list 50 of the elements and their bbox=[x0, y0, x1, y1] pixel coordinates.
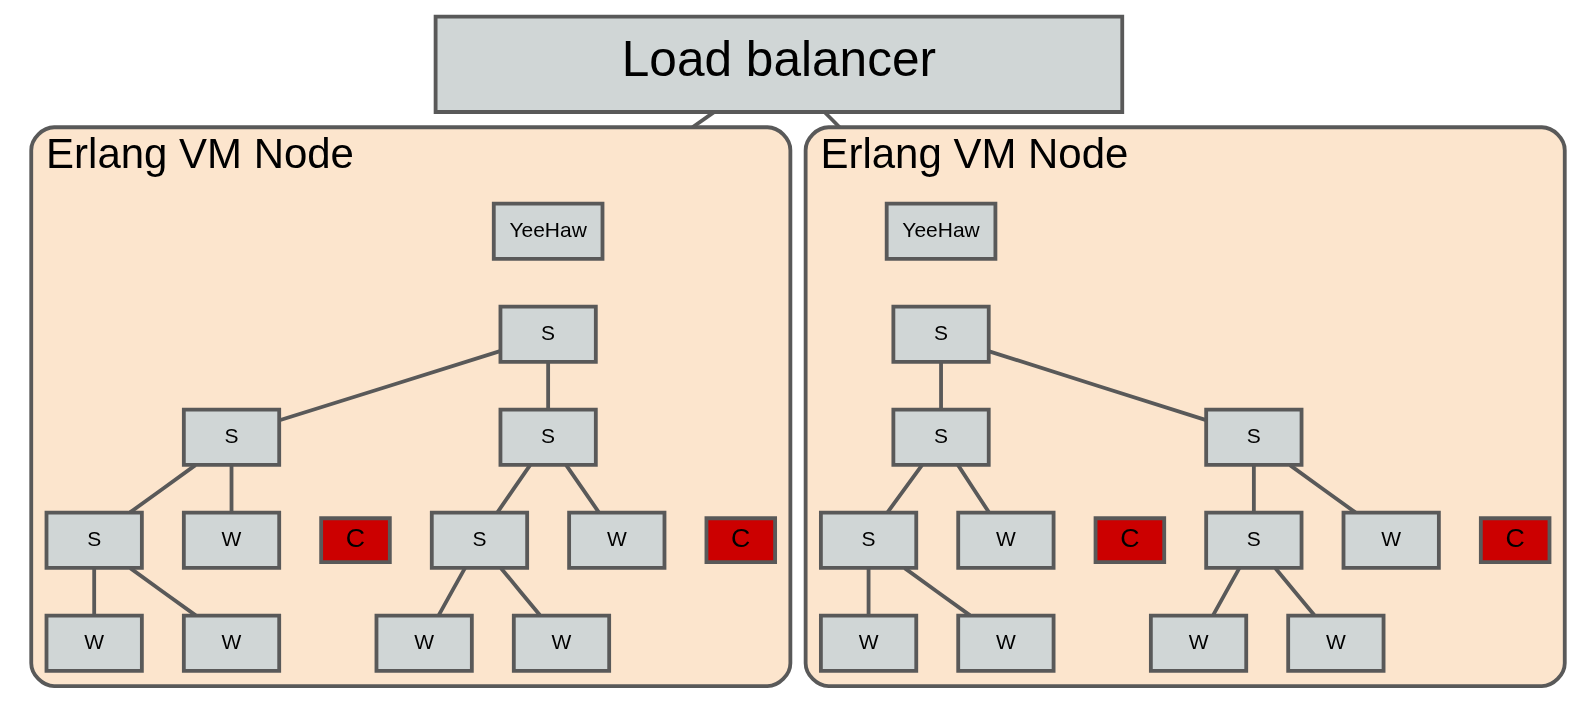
node-box: W bbox=[567, 510, 667, 570]
node-box: S bbox=[891, 304, 991, 364]
connector bbox=[564, 464, 601, 514]
node-box: W bbox=[511, 613, 612, 673]
connector bbox=[278, 349, 501, 423]
connector bbox=[1251, 465, 1256, 513]
connector bbox=[496, 464, 532, 514]
node-box: YeeHaw bbox=[491, 201, 605, 261]
node-box: C bbox=[1478, 516, 1552, 565]
connector bbox=[546, 362, 551, 410]
connector bbox=[128, 463, 197, 514]
node-box: C bbox=[319, 516, 392, 565]
connector bbox=[886, 464, 924, 514]
connector bbox=[437, 567, 467, 616]
connector bbox=[1273, 566, 1316, 617]
node-box: W bbox=[374, 613, 474, 673]
node-box: W bbox=[956, 613, 1056, 673]
node-box: W bbox=[44, 613, 144, 673]
node-box: S bbox=[181, 407, 282, 467]
node-box: S bbox=[1204, 510, 1304, 570]
node-box: W bbox=[956, 510, 1056, 570]
connector bbox=[1288, 463, 1357, 514]
node-box: S bbox=[498, 304, 598, 364]
connector bbox=[499, 566, 542, 617]
node-box: W bbox=[819, 613, 919, 673]
node-box: W bbox=[181, 613, 282, 673]
connector bbox=[229, 465, 234, 513]
connector bbox=[1211, 567, 1241, 616]
node-box: S bbox=[44, 510, 144, 570]
node-box: S bbox=[819, 510, 919, 570]
connector bbox=[903, 566, 972, 617]
connector bbox=[956, 464, 991, 514]
connector bbox=[988, 349, 1207, 422]
node-box: S bbox=[429, 510, 530, 570]
node-box: W bbox=[1148, 613, 1249, 673]
connector bbox=[92, 568, 97, 616]
connector bbox=[866, 568, 871, 616]
connector bbox=[823, 111, 841, 129]
connector bbox=[939, 362, 943, 410]
node-box: W bbox=[181, 510, 282, 570]
node-box: S bbox=[891, 407, 991, 467]
node-box: Load balancer bbox=[433, 14, 1125, 114]
node-box: S bbox=[498, 407, 598, 467]
node-box: C bbox=[1093, 516, 1167, 565]
node-box: W bbox=[1286, 613, 1386, 673]
node-box: YeeHaw bbox=[884, 201, 998, 261]
node-box: C bbox=[704, 516, 777, 565]
connector bbox=[129, 566, 197, 617]
node-box: W bbox=[1341, 510, 1441, 570]
node-box: S bbox=[1204, 407, 1304, 467]
